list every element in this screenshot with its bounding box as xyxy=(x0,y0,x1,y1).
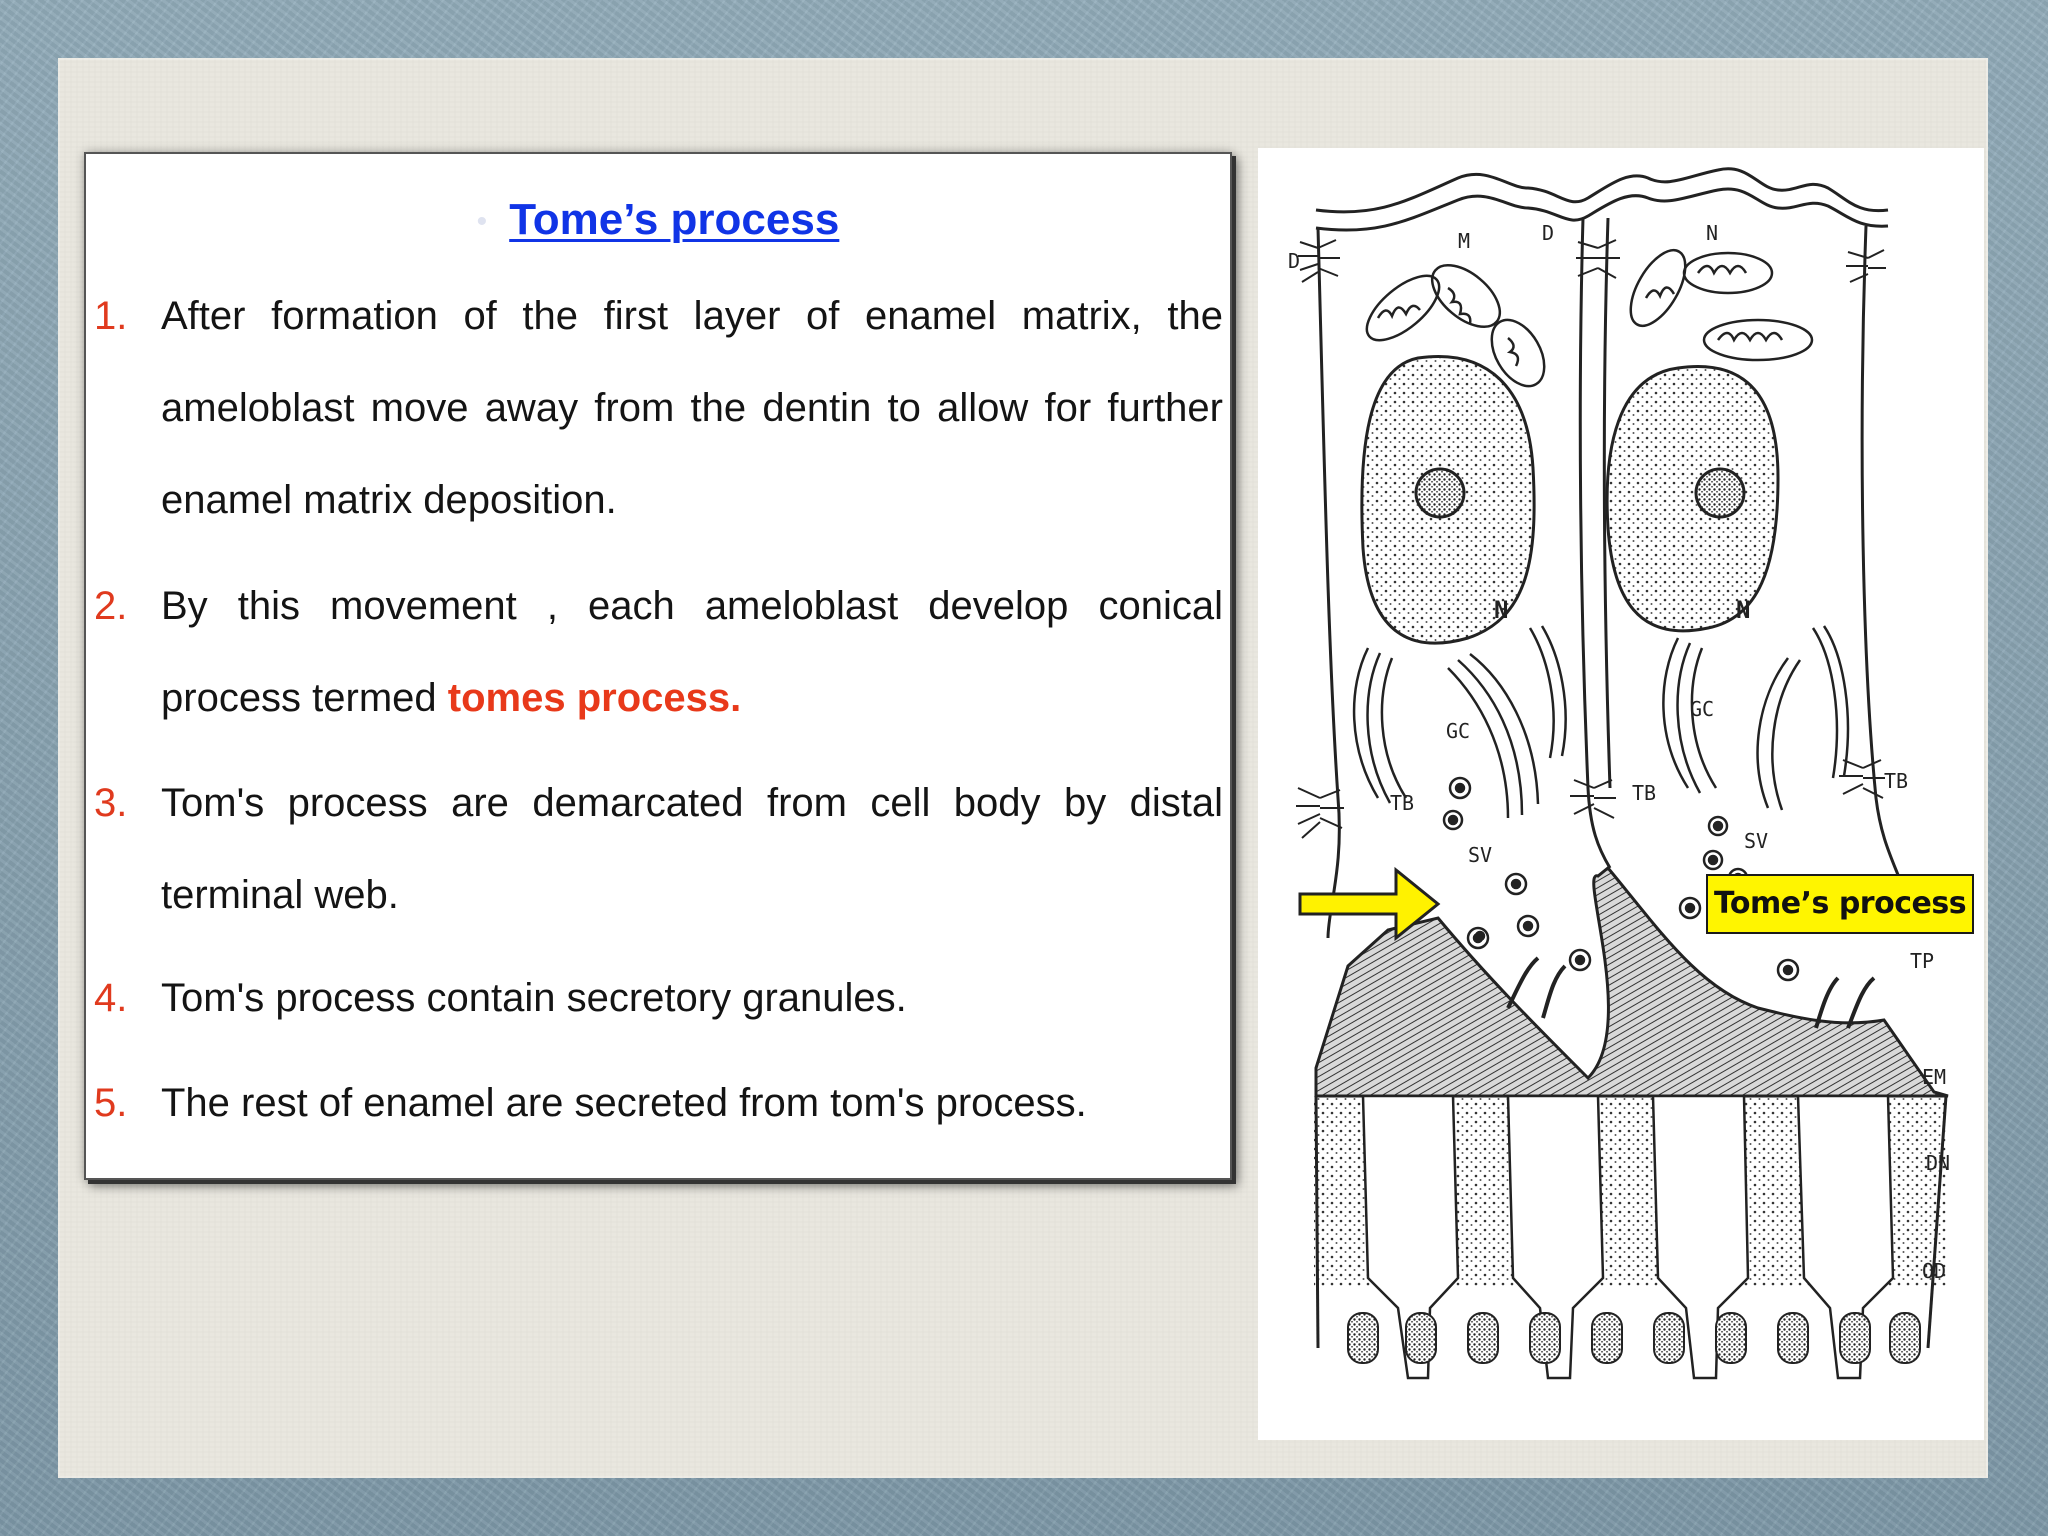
heading-title: Tome’s process xyxy=(509,195,840,244)
item-number: 5. xyxy=(94,1081,128,1125)
mitochondria xyxy=(1365,249,1814,388)
label-gc-left: GC xyxy=(1446,719,1470,743)
item-text: The rest of enamel are secreted from tom… xyxy=(161,1081,1087,1125)
label-n-top: N xyxy=(1706,221,1718,245)
enamel-matrix xyxy=(1314,865,1949,1098)
label-dn: DN xyxy=(1926,1151,1950,1175)
item-text: After formation of the first layer of en… xyxy=(161,294,1223,522)
label-sv-left: SV xyxy=(1468,843,1492,867)
golgi-complex xyxy=(1352,625,1850,819)
dentin-layer xyxy=(1314,1094,1948,1380)
ameloblast-diagram: D D M N N N GC GC TB TB TB SV SV TP EM D… xyxy=(1258,148,1984,1440)
label-tb-left: TB xyxy=(1390,791,1414,815)
diagram-drawing: D D M N N N GC GC TB TB TB SV SV TP EM D… xyxy=(1288,167,1950,1380)
secretory-vesicles xyxy=(1442,776,1800,982)
slide-heading: • Tome’s process xyxy=(86,190,1230,252)
label-d-top: D xyxy=(1542,221,1554,245)
label-m: M xyxy=(1458,229,1470,253)
label-n-right: N xyxy=(1736,596,1750,624)
label-tb-right: TB xyxy=(1884,769,1908,793)
label-od: OD xyxy=(1922,1259,1946,1283)
item-text: Tom's process are demarcated from cell b… xyxy=(161,781,1223,917)
bullet-icon: • xyxy=(476,205,488,239)
tomes-process-callout: Tome’s process xyxy=(1706,874,1974,934)
highlight-term: tomes process. xyxy=(447,676,742,720)
item-number: 4. xyxy=(94,976,128,1020)
item-text: By this movement , each ameloblast devel… xyxy=(161,560,1223,744)
label-d-left: D xyxy=(1288,249,1300,273)
label-tp: TP xyxy=(1910,949,1934,973)
item-number: 3. xyxy=(94,781,128,825)
label-tb-mid: TB xyxy=(1632,781,1656,805)
nuclei xyxy=(1360,355,1780,645)
label-sv-right: SV xyxy=(1744,829,1768,853)
item-text: Tom's process contain secretory granules… xyxy=(161,976,907,1020)
label-gc-right: GC xyxy=(1690,697,1714,721)
label-n-left: N xyxy=(1494,596,1508,624)
label-em: EM xyxy=(1922,1065,1946,1089)
item-number: 1. xyxy=(94,294,128,338)
item-text-part: By this movement , each ameloblast devel… xyxy=(161,584,1223,720)
pointer-arrow-icon xyxy=(1298,866,1441,942)
item-number: 2. xyxy=(94,584,128,628)
diagram-labels: D D M N N N GC GC TB TB TB SV SV TP EM D… xyxy=(1288,221,1950,1283)
desmosomes xyxy=(1296,239,1886,839)
text-panel: • Tome’s process 1. After formation of th… xyxy=(84,152,1232,1180)
cell-outline xyxy=(1315,167,1912,939)
